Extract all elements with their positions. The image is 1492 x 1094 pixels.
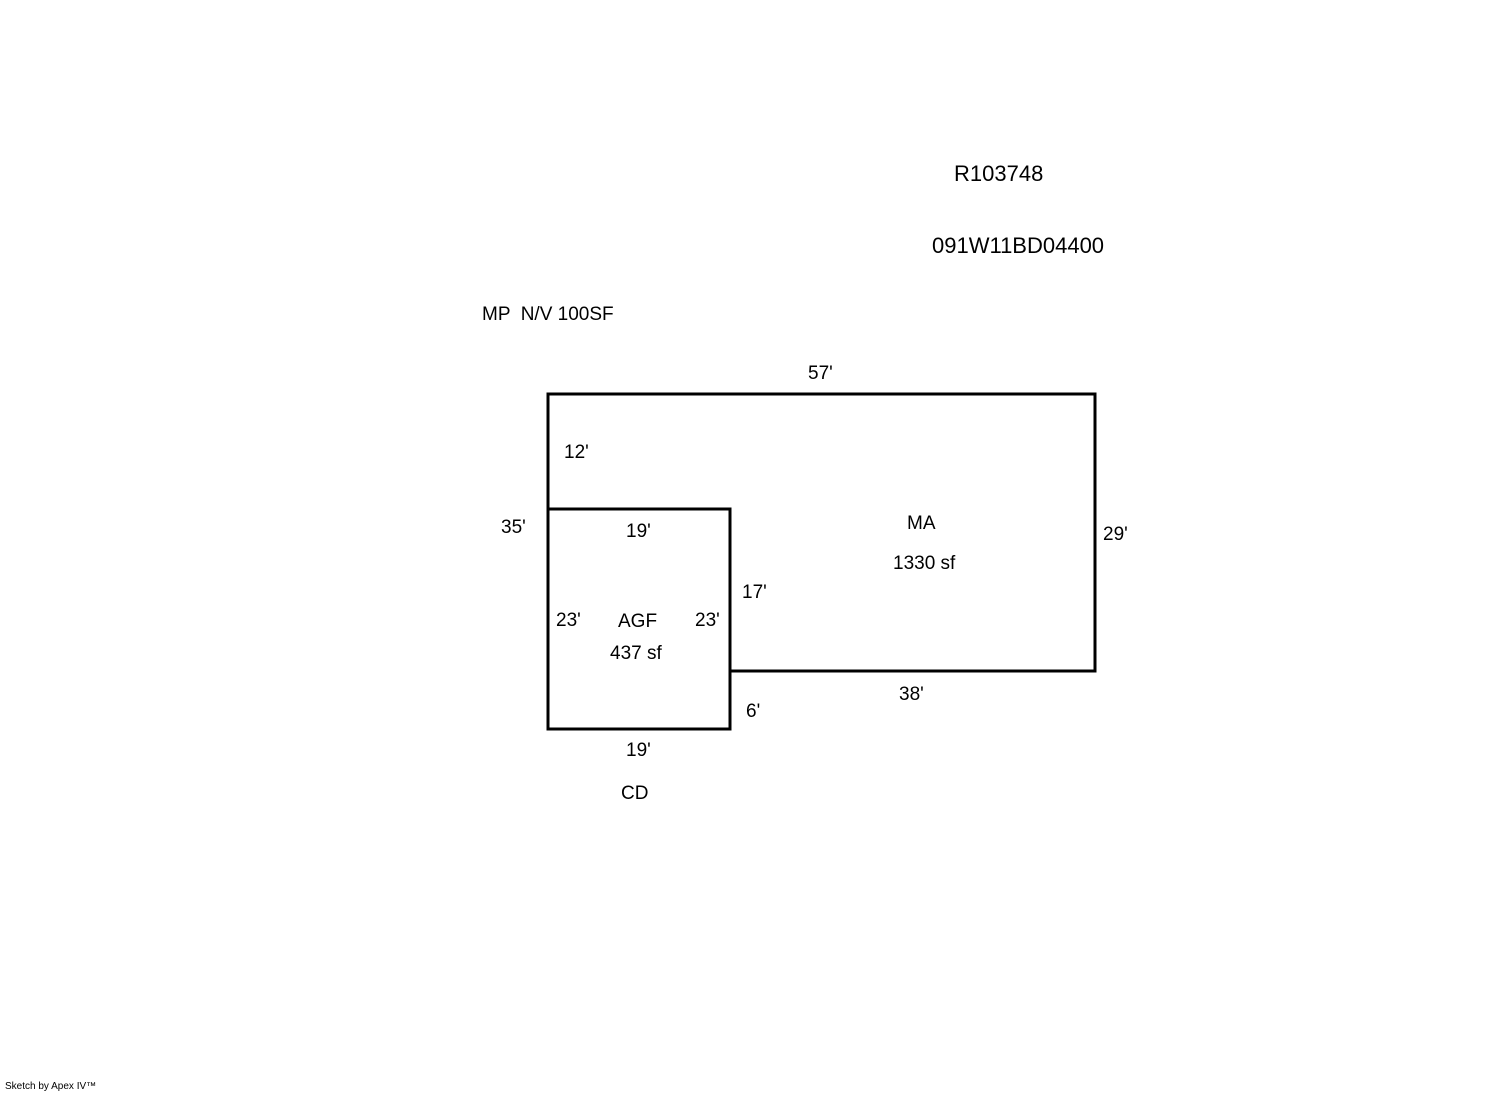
misc-note: MP N/V 100SF [482, 304, 614, 325]
dim-top: 57' [808, 363, 833, 384]
dim-garage-bottom: 19' [626, 740, 651, 761]
dim-garage-top: 19' [626, 521, 651, 542]
dim-left-upper: 12' [564, 442, 589, 463]
dim-right: 29' [1103, 524, 1128, 545]
sketch-credit: Sketch by Apex IV™ [5, 1081, 97, 1092]
main-area-size: 1330 sf [893, 553, 956, 574]
map-number: 091W11BD04400 [932, 233, 1105, 258]
main-area-code: MA [907, 513, 936, 534]
garage-size: 437 sf [610, 643, 662, 664]
main-area-outline [546, 392, 1097, 673]
garage-outline [546, 507, 732, 731]
dim-bottom-main: 38' [899, 684, 924, 705]
dim-notch-vertical: 17' [742, 582, 767, 603]
parcel-id: R103748 [954, 161, 1044, 186]
garage-code: AGF [618, 611, 658, 632]
dim-left-total: 35' [501, 517, 526, 538]
dim-notch-lower: 6' [746, 701, 761, 722]
dim-garage-left: 23' [556, 610, 581, 631]
deck-code: CD [621, 783, 649, 804]
dim-garage-right: 23' [695, 610, 720, 631]
